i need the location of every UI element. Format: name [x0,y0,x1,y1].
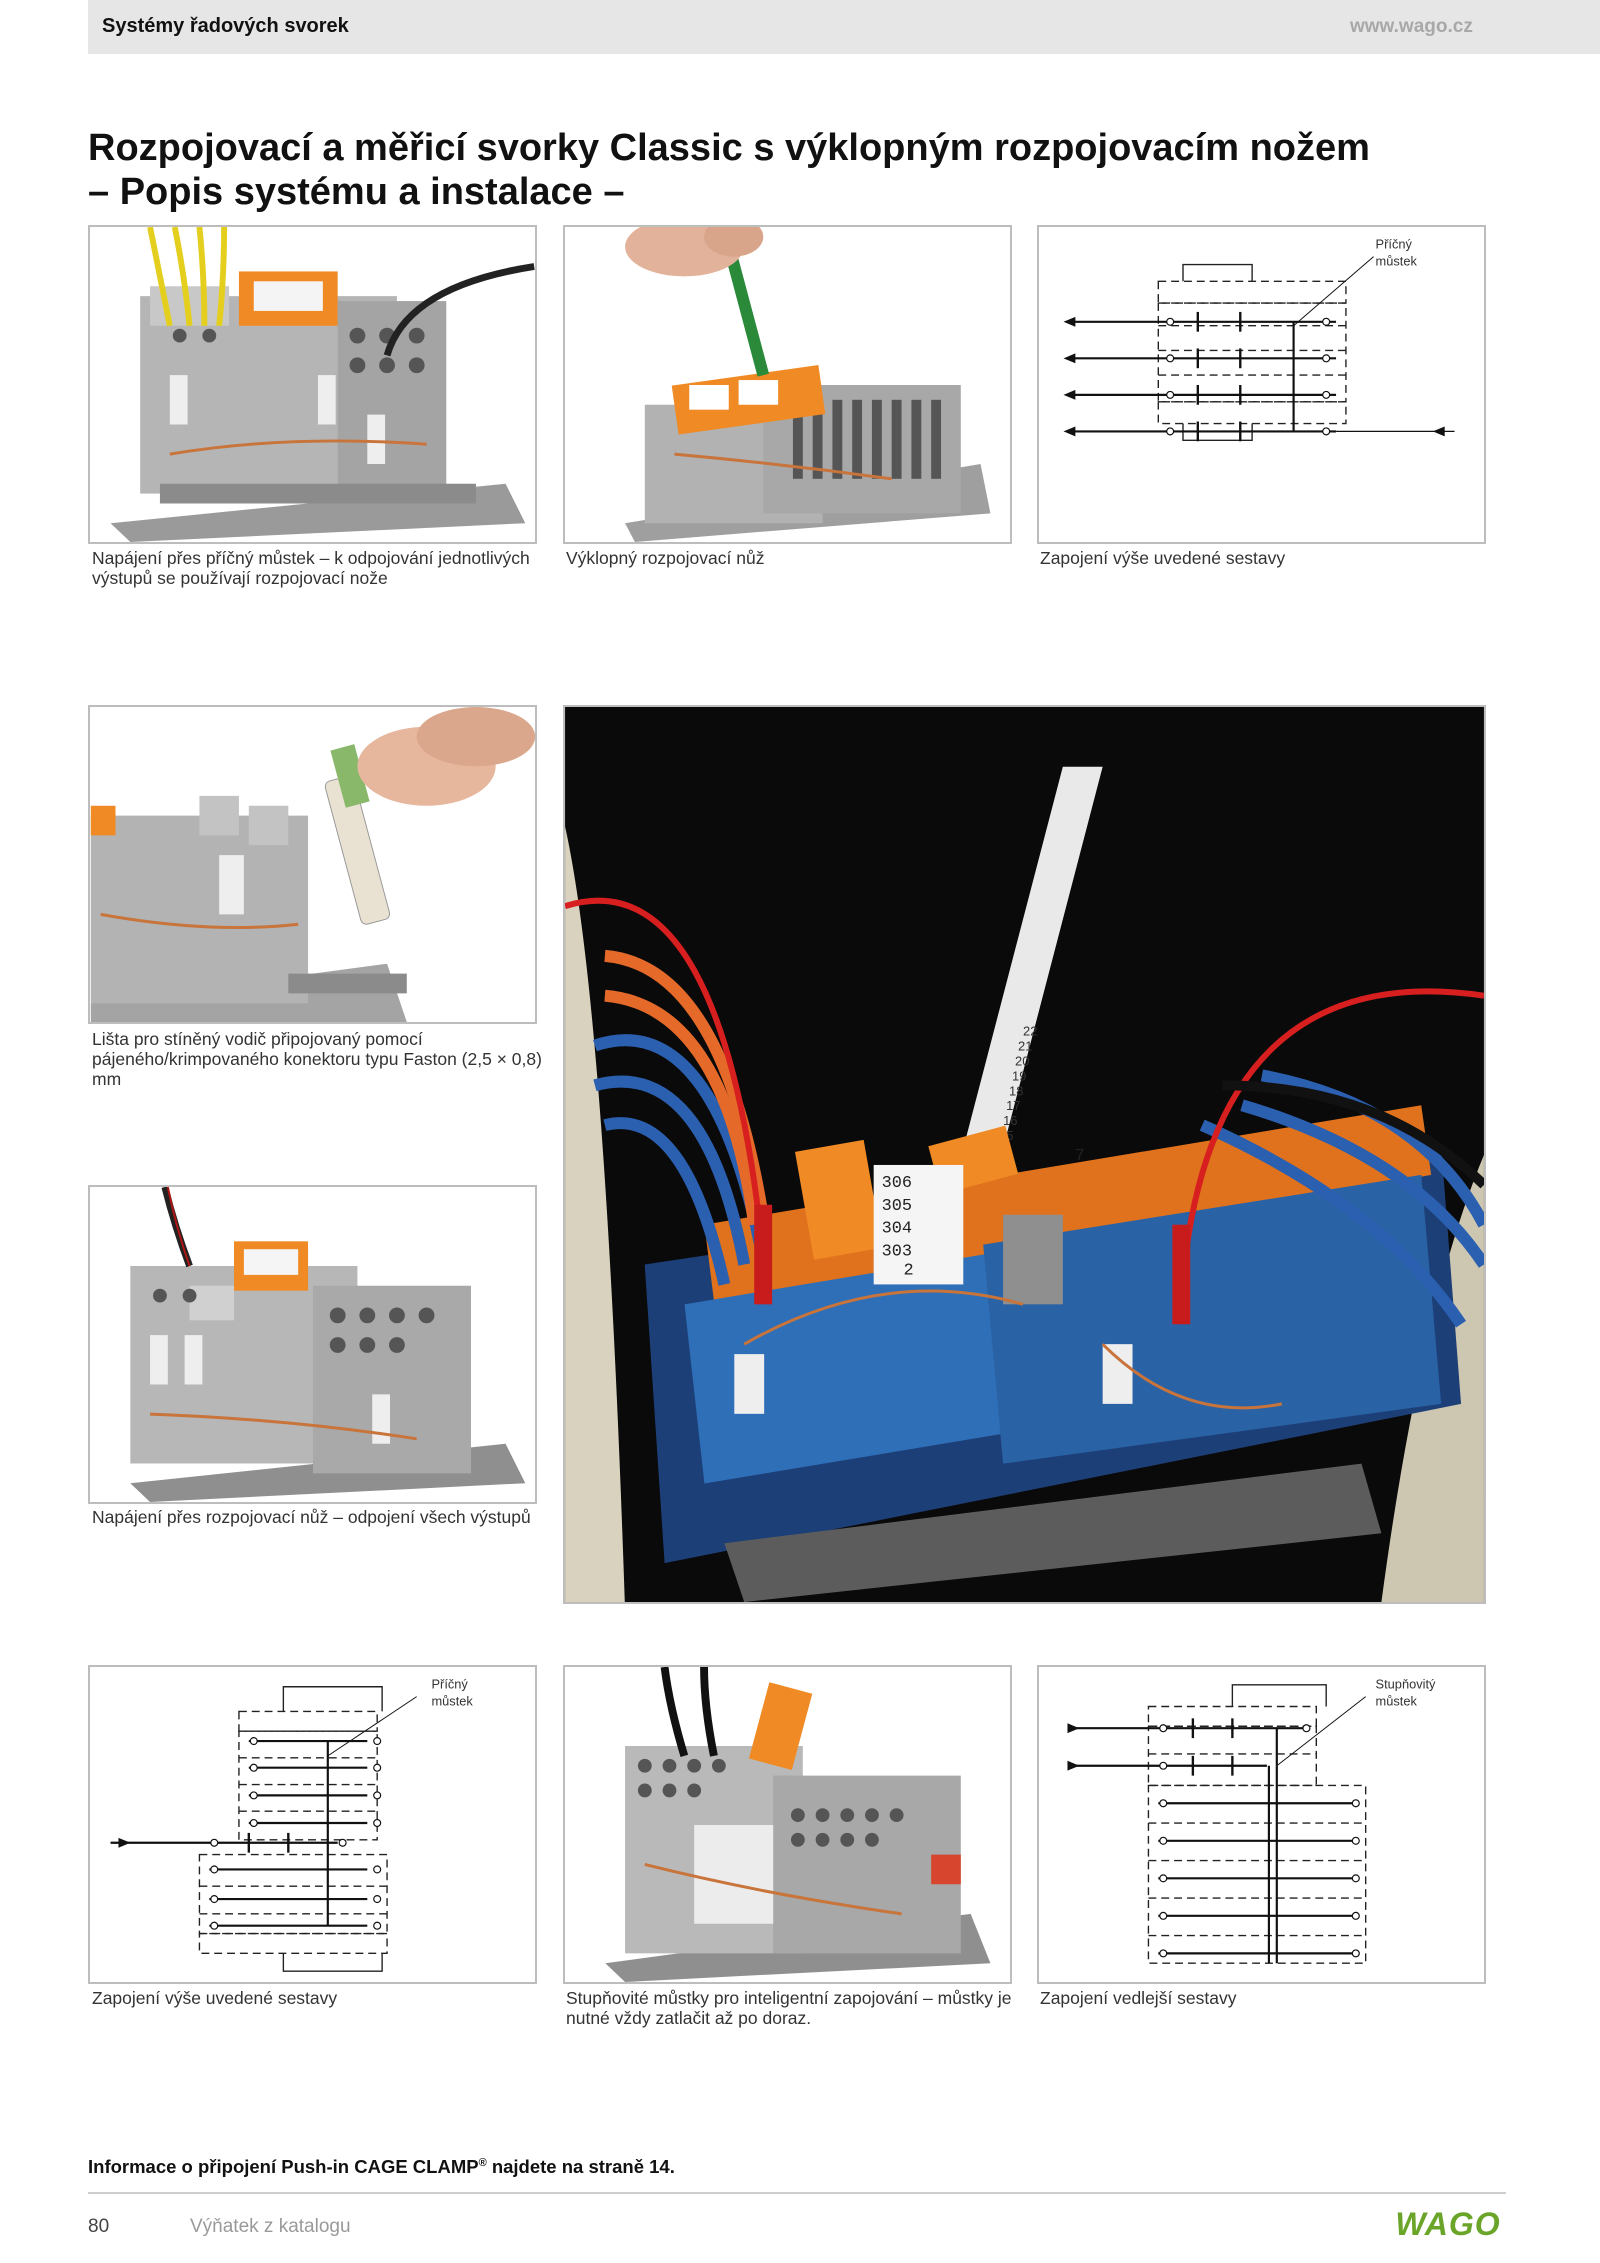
wago-logo: WAGO [1392,2206,1504,2242]
cross-bridge-label-2: můstek [1376,254,1418,269]
cross-bridge-2-label-1: Příčný [431,1677,468,1692]
footer-info-note: Informace o připojení Push-in CAGE CLAMP… [88,2156,675,2178]
figure-4-caption: Lišta pro stíněný vodič připojovaný pomo… [92,1029,542,1089]
marker-labels: 306 305 304 303 2 7 [882,1147,1085,1280]
svg-text:19: 19 [1012,1068,1026,1083]
disconnect-knife-illustration [625,227,991,542]
figure-1-caption: Napájení přes příčný můstek – k odpojová… [92,548,530,588]
stepped-bridge-label-1: Stupňovitý [1376,1677,1436,1692]
cross-bridge-label-1: Příčný [1376,237,1413,252]
footer-note-text-end: najdete na straně 14. [486,2156,675,2177]
page-title-line2: – Popis systému a instalace – [88,171,625,213]
figure-4-photo [88,705,537,1024]
svg-text:17: 17 [1006,1098,1020,1113]
svg-text:21: 21 [1018,1038,1032,1053]
stepped-bridge-label-2: můstek [1376,1694,1418,1709]
figure-3-caption: Zapojení výše uvedené sestavy [1040,548,1286,568]
figure-3-schematic: Příčný můstek [1037,225,1486,544]
figure-5-caption: Napájení přes rozpojovací nůž – odpojení… [92,1507,531,1527]
stepped-bridge-schematic: Stupňovitý můstek [1067,1677,1436,1964]
svg-text:7: 7 [1075,1147,1085,1166]
cross-bridge-2-label-2: můstek [431,1694,473,1709]
svg-text:303: 303 [882,1243,912,1262]
svg-text:18: 18 [1009,1083,1023,1098]
svg-text:20: 20 [1015,1053,1029,1068]
svg-text:306: 306 [882,1174,912,1193]
figure-2-photo [563,225,1012,544]
figure-7-caption: Zapojení výše uvedené sestavy [92,1988,338,2008]
test-terminals-large-illustration: 22 21 20 19 18 17 16 15 14 13 12 11 10 [565,707,1484,1602]
figure-9-schematic: Stupňovitý můstek [1037,1665,1486,1984]
figure-7-schematic: Příčný můstek [88,1665,537,1984]
figure-8-caption: Stupňovité můstky pro inteligentní zapoj… [566,1988,1012,2028]
terminal-block-illustration [110,227,535,542]
registered-mark: ® [478,2156,487,2169]
figure-8-photo [563,1665,1012,1984]
faston-shield-illustration [90,707,535,1022]
header-website-link[interactable]: www.wago.cz [1350,16,1473,37]
page-title: Rozpojovací a měřicí svorky Classic s vý… [88,126,1488,214]
terminal-knife-illustration [130,1187,526,1502]
svg-text:22: 22 [1023,1024,1037,1039]
figure-2-caption: Výklopný rozpojovací nůž [566,548,765,568]
svg-text:304: 304 [882,1220,912,1239]
figure-9-caption: Zapojení vedlejší sestavy [1040,1988,1237,2008]
header-section-title: Systémy řadových svorek [102,15,349,37]
svg-text:16: 16 [1003,1113,1017,1128]
wago-logo-graphic: WAGO [1392,2206,1504,2242]
header-bar [88,0,1600,54]
page-number: 80 [88,2216,110,2237]
stepped-bridge-illustration [605,1667,991,1982]
wago-logo-text: WAGO [1395,2206,1500,2242]
svg-text:305: 305 [882,1197,912,1216]
cross-bridge-schematic-2: Příčný můstek [110,1677,473,1972]
footer-divider [88,2192,1506,2194]
figure-5-photo [88,1185,537,1504]
figure-6-photo: 22 21 20 19 18 17 16 15 14 13 12 11 10 [563,705,1486,1604]
svg-text:2: 2 [904,1261,914,1280]
cross-bridge-schematic: Příčný můstek [1063,237,1455,442]
page-title-line1: Rozpojovací a měřicí svorky Classic s vý… [88,127,1370,169]
figure-1-photo [88,225,537,544]
footer-catalog-text: Výňatek z katalogu [190,2216,351,2237]
footer-note-text: Informace o připojení Push-in CAGE CLAMP [88,2156,479,2177]
